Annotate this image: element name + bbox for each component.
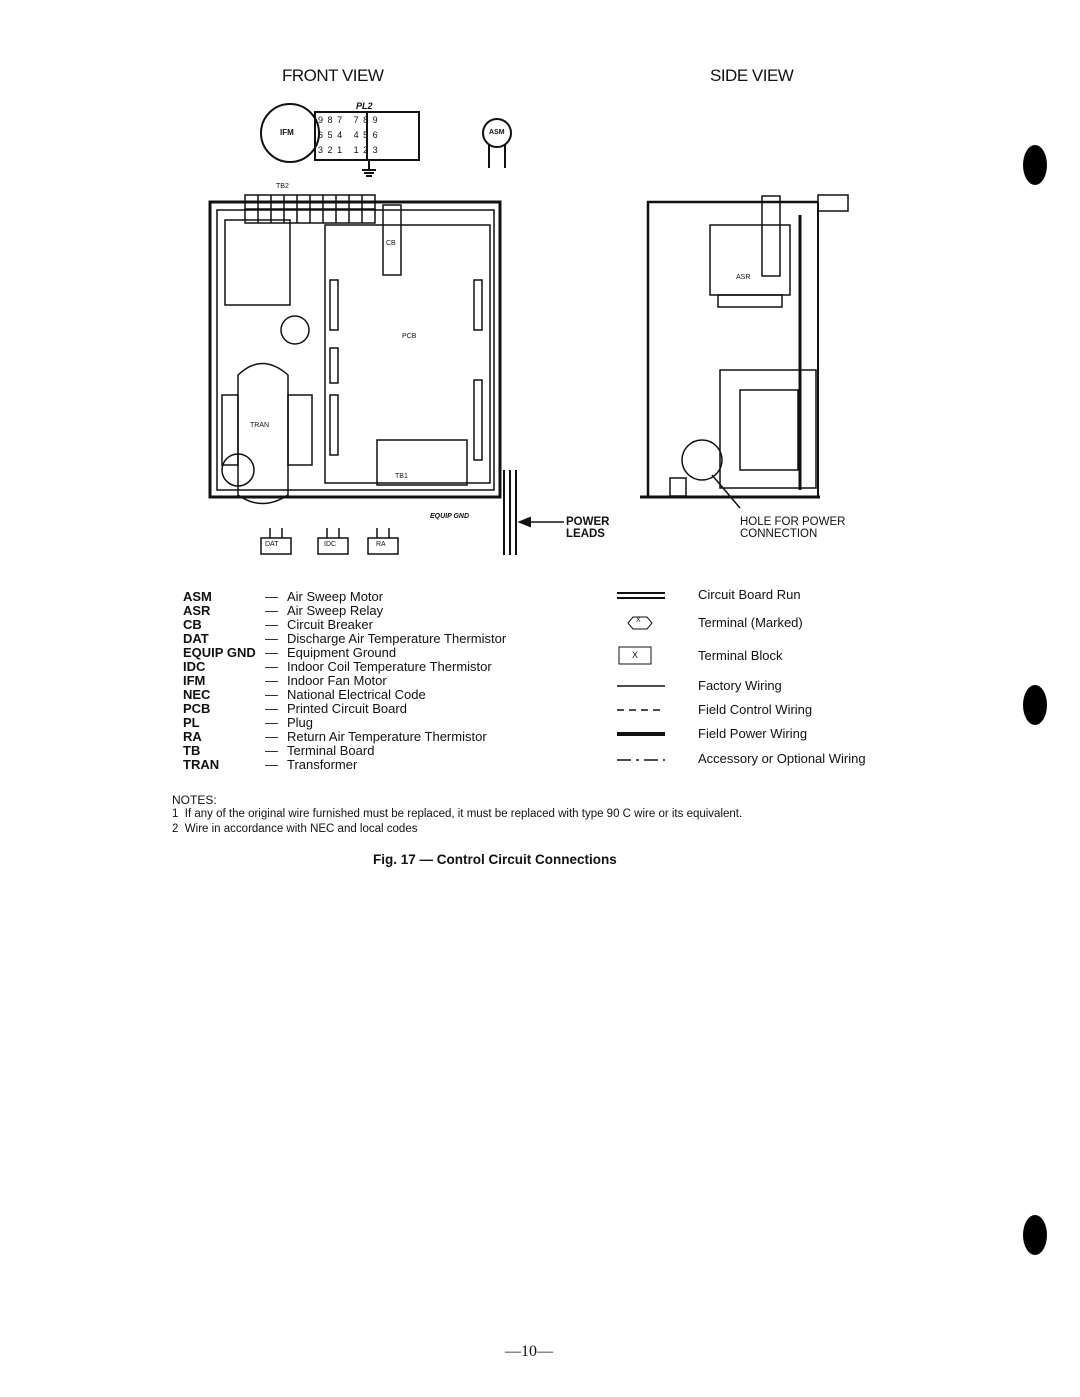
legend-dash: —	[265, 617, 278, 632]
ground-icon	[362, 160, 376, 177]
legend-abbreviation: CB	[183, 617, 202, 632]
page-number: —10—	[505, 1343, 553, 1360]
punch-hole-mark	[1023, 145, 1047, 185]
legend-description: Indoor Fan Motor	[287, 673, 387, 688]
legend-dash: —	[265, 673, 278, 688]
circuit-breaker	[382, 204, 402, 276]
asm-label: ASM	[489, 129, 505, 136]
legend-dash: —	[265, 589, 278, 604]
legend-dash: —	[265, 715, 278, 730]
pcb-label: PCB	[402, 333, 417, 340]
notes-heading: NOTES:	[172, 793, 217, 807]
tran-label: TRAN	[250, 422, 270, 429]
ra-label: RA	[376, 541, 386, 548]
legend-abbreviation: PL	[183, 715, 200, 730]
ifm-motor-symbol	[260, 103, 320, 163]
legend-dash: —	[265, 743, 278, 758]
legend-abbreviation: IDC	[183, 659, 206, 674]
legend-circuit-board-run: Circuit Board Run	[698, 587, 801, 602]
legend-abbreviation: DAT	[183, 631, 209, 646]
power-leads-label: POWER LEADS	[566, 516, 610, 540]
punch-hole-mark	[1023, 685, 1047, 725]
asr-relay	[709, 224, 791, 296]
idc-label: IDC	[324, 541, 337, 548]
legend-abbreviation: EQUIP GND	[183, 645, 256, 660]
figure-caption: Fig. 17 — Control Circuit Connections	[373, 852, 617, 867]
hole-label: HOLE FOR POWER CONNECTION	[740, 516, 846, 540]
equip-gnd-label: EQUIP GND	[430, 513, 470, 520]
asm-symbol	[482, 118, 512, 148]
legend-dash: —	[265, 701, 278, 716]
pl2-label: PL2	[356, 101, 373, 111]
legend-field-power-wiring: Field Power Wiring	[698, 726, 808, 741]
legend-description: Indoor Coil Temperature Thermistor	[287, 659, 492, 674]
ifm-label: IFM	[280, 128, 294, 137]
legend-abbreviation: RA	[183, 729, 202, 744]
legend-dash: —	[265, 757, 278, 772]
legend-description: Air Sweep Relay	[287, 603, 384, 618]
legend-description: Plug	[287, 715, 314, 730]
legend-dash: —	[265, 631, 278, 646]
side-view-box	[640, 194, 849, 509]
terminal-mark: X	[636, 617, 641, 624]
legend-description: Return Air Temperature Thermistor	[287, 729, 487, 744]
legend-symbols	[617, 592, 665, 761]
front-view-title: FRONT VIEW	[282, 66, 384, 85]
asr-label: ASR	[736, 274, 751, 281]
terminal-block-mark: X	[632, 650, 639, 660]
legend-description: Circuit Breaker	[287, 617, 373, 632]
legend-description: Terminal Board	[287, 743, 375, 758]
legend-abbreviation: PCB	[183, 701, 211, 716]
legend-abbreviation: ASM	[183, 589, 212, 604]
tb2-label: TB2	[276, 183, 289, 190]
front-view-box	[208, 194, 517, 555]
legend-dash: —	[265, 645, 278, 660]
legend-abbreviation: IFM	[183, 673, 206, 688]
thermistor-symbols	[260, 528, 399, 555]
legend-factory-wiring: Factory Wiring	[698, 678, 782, 693]
legend-description: Transformer	[287, 757, 358, 772]
side-view-title: SIDE VIEW	[710, 66, 794, 85]
legend-terminal-marked: Terminal (Marked)	[698, 615, 803, 630]
legend-description: Air Sweep Motor	[287, 589, 384, 604]
legend-abbreviation: NEC	[183, 687, 211, 702]
cb-label: CB	[386, 240, 396, 247]
legend-description: National Electrical Code	[287, 687, 426, 702]
dat-label: DAT	[265, 541, 279, 548]
legend-field-control-wiring: Field Control Wiring	[698, 702, 813, 717]
pcb-board	[324, 224, 491, 484]
punch-hole-mark	[1023, 1215, 1047, 1255]
tb1-label: TB1	[395, 473, 408, 480]
pl2-pins: 9 8 7 7 8 9 6 5 4 4 5 6 3 2 1 1 2 3	[318, 115, 379, 155]
legend-dash: —	[265, 687, 278, 702]
legend-dash: —	[265, 729, 278, 744]
tb1	[376, 439, 468, 486]
note-2: 2 Wire in accordance with NEC and local …	[172, 823, 418, 835]
legend-abbreviation: TRAN	[183, 757, 220, 772]
note-1: 1 If any of the original wire furnished …	[172, 808, 743, 820]
legend-terminal-block: Terminal Block	[698, 648, 783, 663]
legend-description: Discharge Air Temperature Thermistor	[287, 631, 507, 646]
legend-accessory-wiring: Accessory or Optional Wiring	[698, 751, 866, 766]
legend-description: Equipment Ground	[287, 645, 397, 660]
legend-abbreviation: ASR	[183, 603, 211, 618]
transformer	[237, 362, 289, 505]
legend-abbreviation: TB	[183, 743, 201, 758]
legend-description: Printed Circuit Board	[287, 701, 407, 716]
legend-dash: —	[265, 603, 278, 618]
legend-dash: —	[265, 659, 278, 674]
